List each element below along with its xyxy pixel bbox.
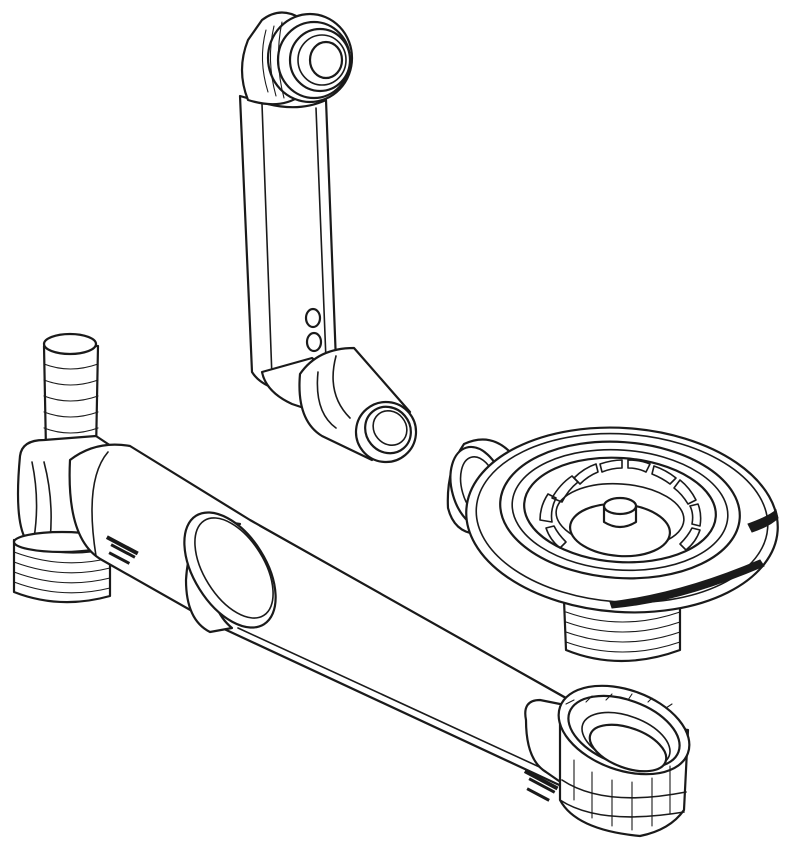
strainer-knob-top	[602, 496, 638, 516]
pipe-marking-left	[105, 535, 139, 565]
outlet-nut-bore	[588, 723, 668, 773]
strainer-thread-body	[562, 598, 682, 663]
top-flange-bore	[308, 40, 344, 80]
horizontal-drain-pipe	[12, 332, 589, 802]
bottom-outlet-bore	[364, 405, 412, 455]
strainer-slots	[539, 459, 702, 551]
hose-barb-tip	[42, 332, 98, 356]
pipe-marking-right	[523, 769, 559, 802]
basket-strainer-waste	[446, 426, 779, 663]
overflow-hole-lower	[305, 331, 323, 353]
vertical-overflow-pipe	[238, 11, 418, 464]
overflow-hole-upper	[304, 307, 322, 329]
threaded-outlet-connector	[524, 684, 691, 838]
